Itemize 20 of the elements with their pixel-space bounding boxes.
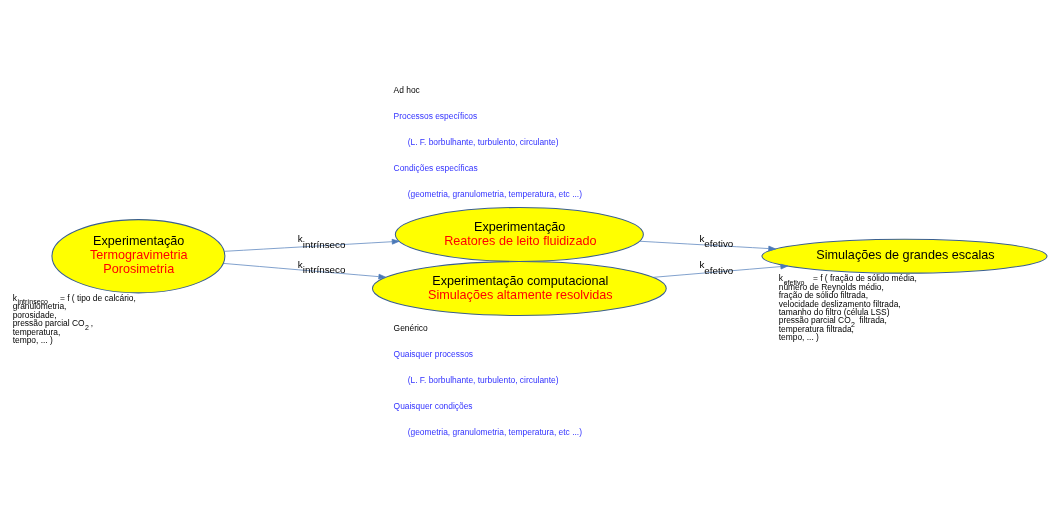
label: (L. F. borbulhante, turbulento, circulante): [407, 136, 559, 147]
node-ellipse: Experimentação computacional Simulações altamente resolvidas: [371, 260, 667, 316]
arrow: [223, 238, 400, 252]
label: k$_{efetivo}$ = f ( fração de sólido média, número de Reynolds médio, fração de sólido filtrada, velocidade deslizamento filtrada, tamanho do filtro (célula LSS) pressão parcial CO$_{2}$ filtrada, temperatura filtrada, tempo, ... ): [778, 272, 917, 342]
label: Ad hoc: [393, 84, 420, 95]
label: (geometria, granulometria, temperatura, etc ...): [407, 188, 582, 199]
label: k$_{intrínseco}$ = f ( tipo de calcário, granulometria, porosidade, pressão parcial CO$_{2}$, temperatura, tempo, ... ): [12, 292, 136, 345]
node-ellipse: Experimentação Termogravimetria Porosimetria: [51, 218, 226, 293]
label: Quaisquer processos: [393, 348, 474, 359]
label: Genérico: [393, 322, 428, 333]
node-ellipse: Experimentação Reatores de leito fluidizado: [394, 206, 644, 262]
arrow: [652, 263, 789, 278]
node-ellipse: Simulações de grandes escalas: [761, 238, 1048, 274]
label: (L. F. borbulhante, turbulento, circulante): [407, 374, 559, 385]
label: Condições específicas: [393, 162, 478, 173]
arrow: [223, 262, 387, 279]
label: Quaisquer condições: [393, 400, 473, 411]
label: Processos específicos: [393, 110, 478, 121]
arrow: [639, 240, 777, 251]
label: (geometria, granulometria, temperatura, etc ...): [407, 426, 582, 437]
